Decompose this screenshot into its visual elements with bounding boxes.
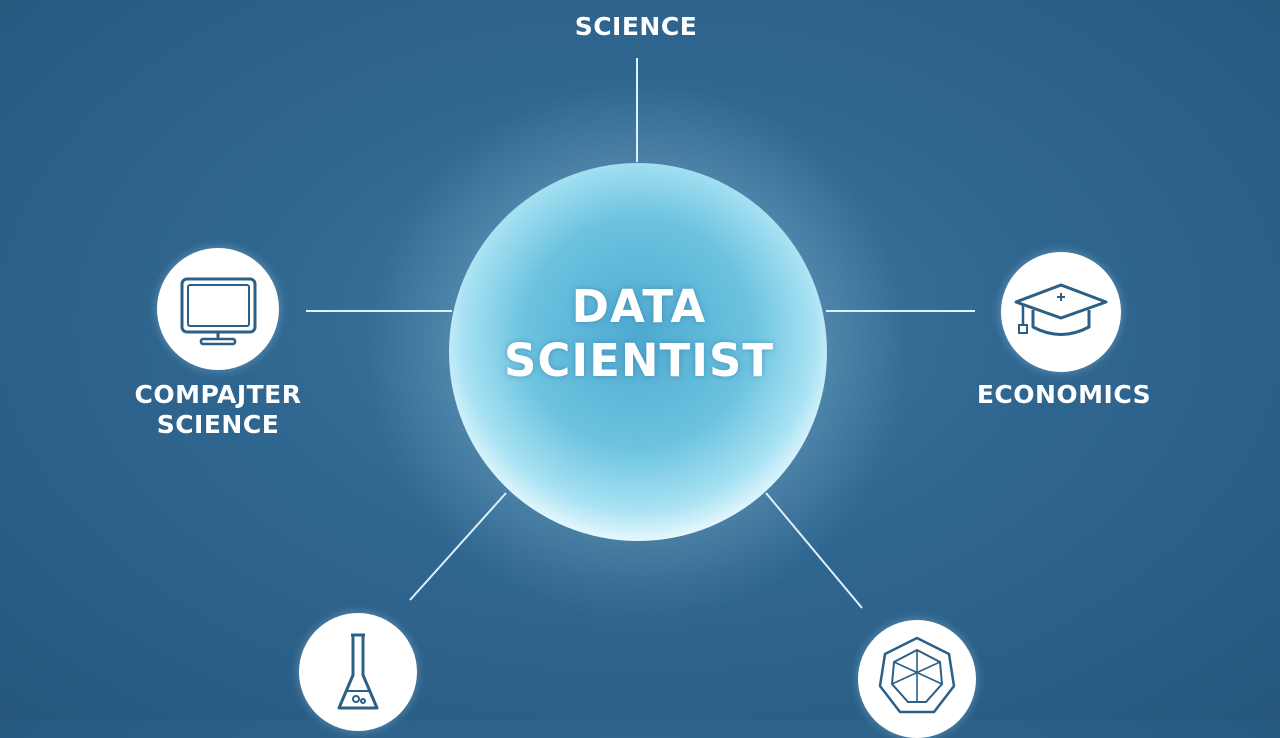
diagram-canvas [306, 58, 975, 622]
node-computer-science [157, 248, 279, 370]
node-bottom-left [299, 613, 417, 731]
graduation-cap-icon [1014, 283, 1108, 336]
flask-icon [337, 633, 379, 710]
node-label-science: SCIENCE [574, 12, 698, 41]
node-label-computer-line1: COMPAJTER [134, 380, 302, 409]
node-label-computer-science: COMPAJTER SCIENCE [118, 380, 318, 440]
geometric-network-icon [878, 636, 956, 714]
computer-monitor-icon [180, 277, 257, 346]
center-title-line1: DATA [571, 280, 707, 333]
center-title-line2: SCIENTIST [503, 334, 775, 387]
data-scientist-sphere [449, 163, 827, 541]
center-title: DATA SCIENTIST [450, 280, 828, 388]
node-label-economics: ECONOMICS [976, 380, 1152, 409]
node-economics [1001, 252, 1121, 372]
node-label-computer-line2: SCIENCE [156, 410, 280, 439]
node-bottom-right [858, 620, 976, 738]
